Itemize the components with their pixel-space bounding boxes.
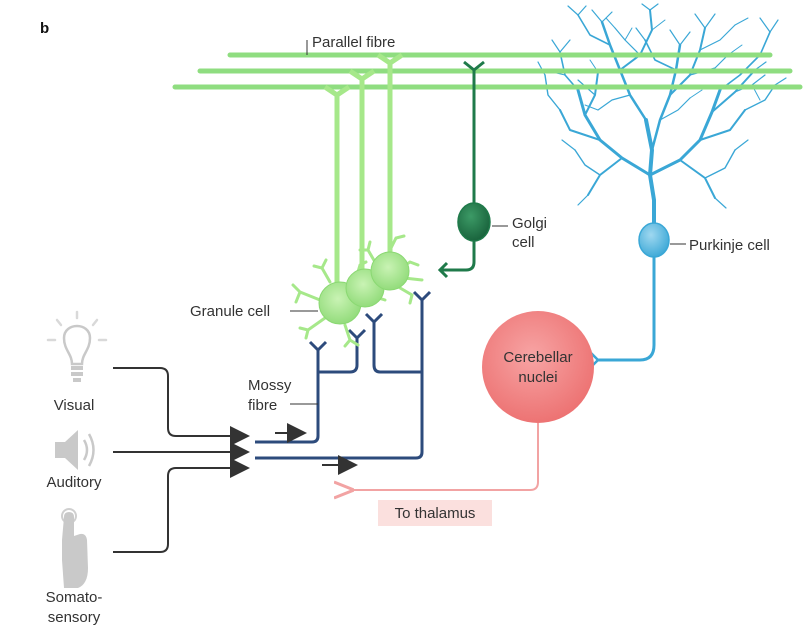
somato-label-line1: Somato- bbox=[46, 589, 103, 606]
granule-cells bbox=[291, 234, 424, 348]
purkinje-label: Purkinje cell bbox=[689, 237, 770, 254]
mossy-fibres bbox=[255, 290, 432, 460]
granule-soma-3 bbox=[370, 251, 410, 291]
golgi-soma bbox=[457, 202, 491, 242]
granule-ascending-axons bbox=[323, 52, 404, 290]
auditory-label: Auditory bbox=[46, 474, 102, 491]
mossy-label-line1: Mossy bbox=[248, 377, 292, 394]
nuclei-label-line2: nuclei bbox=[518, 369, 557, 386]
sensory-input-lines bbox=[113, 367, 250, 553]
panel-letter: b bbox=[40, 20, 49, 37]
thalamus-pathway bbox=[350, 423, 539, 490]
lightbulb-icon bbox=[46, 310, 108, 382]
touch-finger-icon bbox=[61, 508, 88, 588]
purkinje-soma bbox=[638, 222, 670, 258]
cerebellar-nuclei-circle bbox=[482, 311, 594, 423]
parallel-fibres bbox=[172, 52, 803, 90]
granule-label: Granule cell bbox=[190, 303, 270, 320]
parallel-fibre-label: Parallel fibre bbox=[312, 34, 395, 51]
golgi-cell bbox=[437, 60, 485, 279]
visual-label: Visual bbox=[54, 397, 95, 414]
thalamus-label-box bbox=[378, 500, 492, 526]
nuclei-label-line1: Cerebellar bbox=[503, 349, 572, 366]
golgi-label-line1: Golgi bbox=[512, 215, 547, 232]
mossy-label-line2: fibre bbox=[248, 397, 277, 414]
golgi-label-line2: cell bbox=[512, 234, 535, 251]
thalamus-label: To thalamus bbox=[395, 505, 476, 522]
speaker-icon bbox=[55, 430, 95, 470]
somato-label-line2: sensory bbox=[48, 609, 101, 626]
